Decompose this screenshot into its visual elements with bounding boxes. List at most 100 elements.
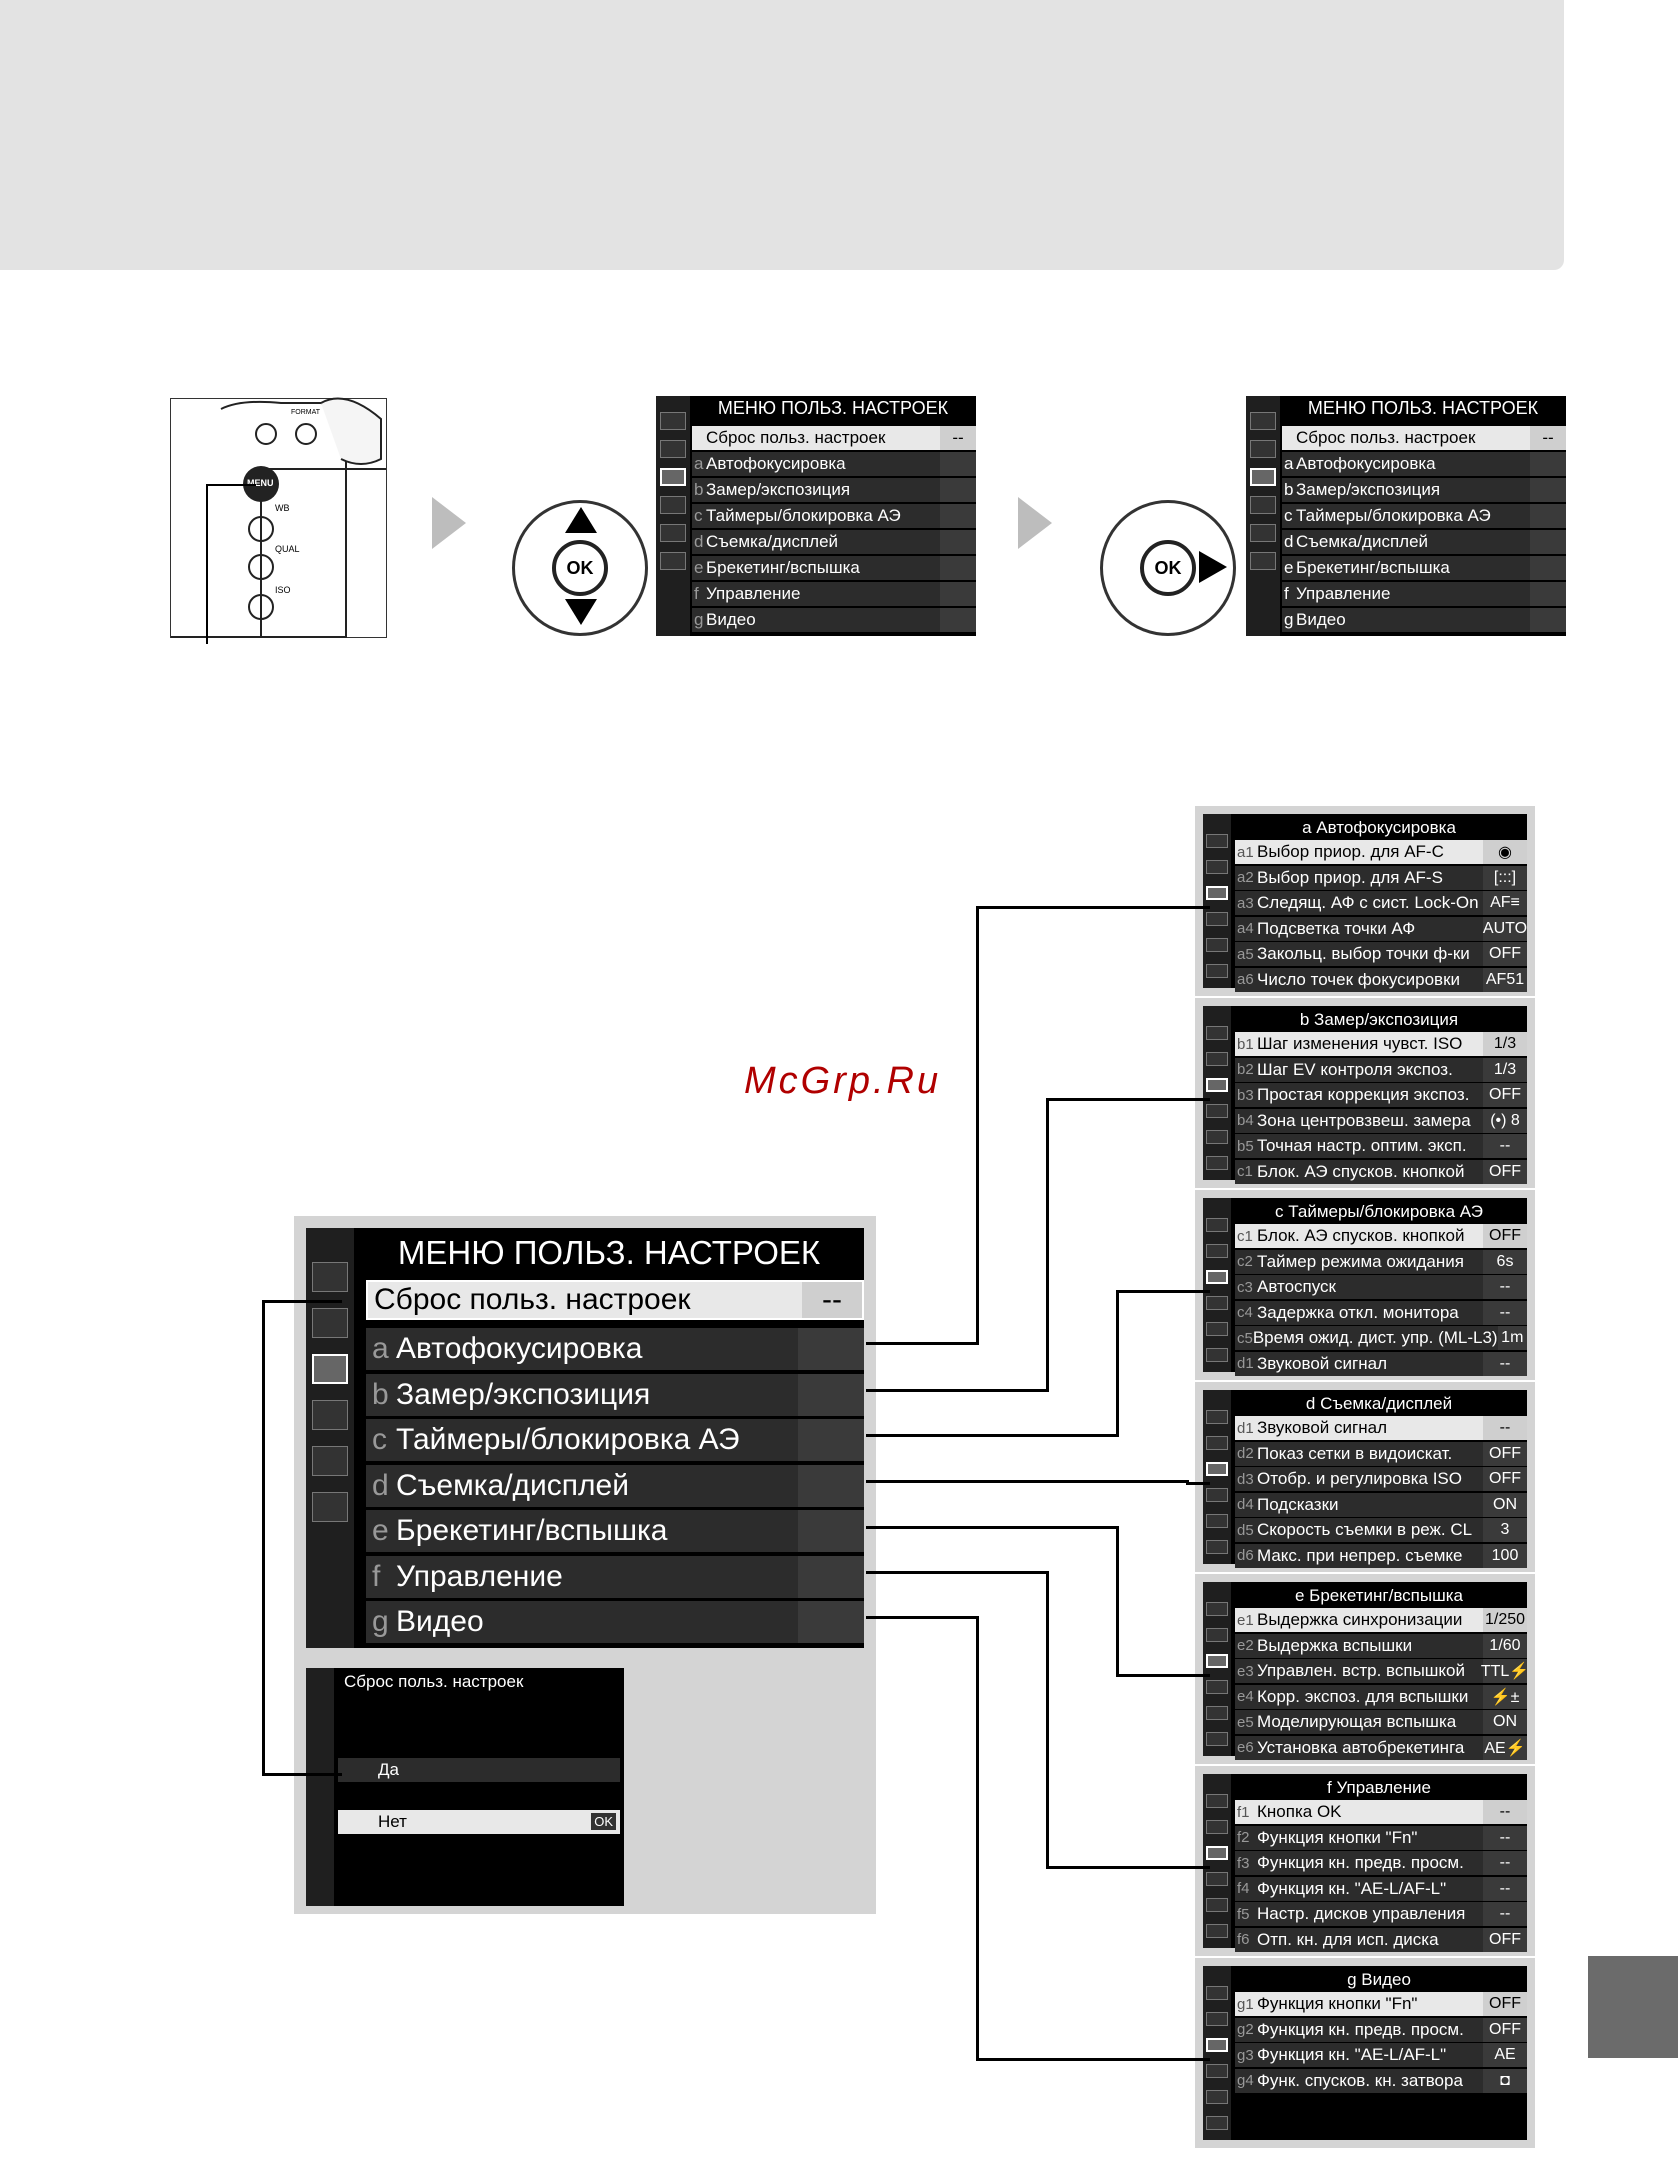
dialog-option-no[interactable]: Нет OK [338,1810,620,1834]
pencil-icon[interactable] [660,468,686,486]
wrench-icon[interactable] [1206,912,1228,926]
menu-item-reset[interactable]: Сброс польз. настроек-- [366,1280,864,1320]
multi-selector-right[interactable]: OK [1100,500,1236,636]
camera-icon[interactable] [1206,1436,1228,1450]
retouch-icon[interactable] [1206,938,1228,952]
camera-icon[interactable] [1206,1244,1228,1258]
pencil-icon[interactable] [1206,2038,1228,2052]
dialog-option-yes[interactable]: Да [338,1758,620,1782]
pencil-icon[interactable] [1206,1462,1228,1476]
pencil-icon[interactable] [1206,1846,1228,1860]
pencil-icon[interactable] [1206,886,1228,900]
ok-button[interactable]: OK [552,540,608,596]
menu-item-reset[interactable]: Сброс польз. настроек-- [692,426,976,450]
playback-menu-icon[interactable] [1206,1602,1228,1616]
wrench-icon[interactable] [1206,2064,1228,2078]
camera-icon[interactable] [1206,1628,1228,1642]
pencil-icon[interactable] [1206,1270,1228,1284]
playback-menu-icon[interactable] [1206,1410,1228,1424]
wrench-icon[interactable] [312,1400,348,1430]
retouch-icon[interactable] [1206,2090,1228,2104]
playback-menu-icon[interactable] [1206,1026,1228,1040]
recent-settings-icon[interactable] [1206,2116,1228,2130]
camera-icon[interactable] [1206,1820,1228,1834]
recent-settings-icon[interactable] [312,1492,348,1522]
pencil-icon[interactable] [1206,1654,1228,1668]
wrench-icon[interactable] [1206,1680,1228,1694]
camera-icon[interactable] [660,440,686,458]
retouch-icon[interactable] [1206,1898,1228,1912]
playback-menu-icon[interactable] [312,1262,348,1292]
playback-menu-icon[interactable] [660,412,686,430]
camera-icon[interactable] [1206,2012,1228,2026]
camera-icon[interactable] [312,1308,348,1338]
playback-menu-icon[interactable] [1206,1986,1228,2000]
playback-menu-icon[interactable] [1206,834,1228,848]
pencil-icon[interactable] [312,1354,348,1384]
recent-settings-icon[interactable] [1206,1924,1228,1938]
playback-menu-icon[interactable] [1206,1218,1228,1232]
wrench-icon[interactable] [1206,1296,1228,1310]
camera-icon[interactable] [1206,860,1228,874]
recent-settings-icon[interactable] [1206,964,1228,978]
recent-settings-icon[interactable] [1206,1348,1228,1362]
wrench-icon[interactable] [660,496,686,514]
recent-settings-icon[interactable] [1206,1732,1228,1746]
playback-menu-icon[interactable] [1206,1794,1228,1808]
wrench-icon[interactable] [1250,496,1276,514]
pencil-icon[interactable] [1206,1078,1228,1092]
recent-settings-icon[interactable] [1250,552,1276,570]
recent-settings-icon[interactable] [1206,1156,1228,1170]
retouch-icon[interactable] [1250,524,1276,542]
wrench-icon[interactable] [1206,1104,1228,1118]
recent-settings-icon[interactable] [660,552,686,570]
